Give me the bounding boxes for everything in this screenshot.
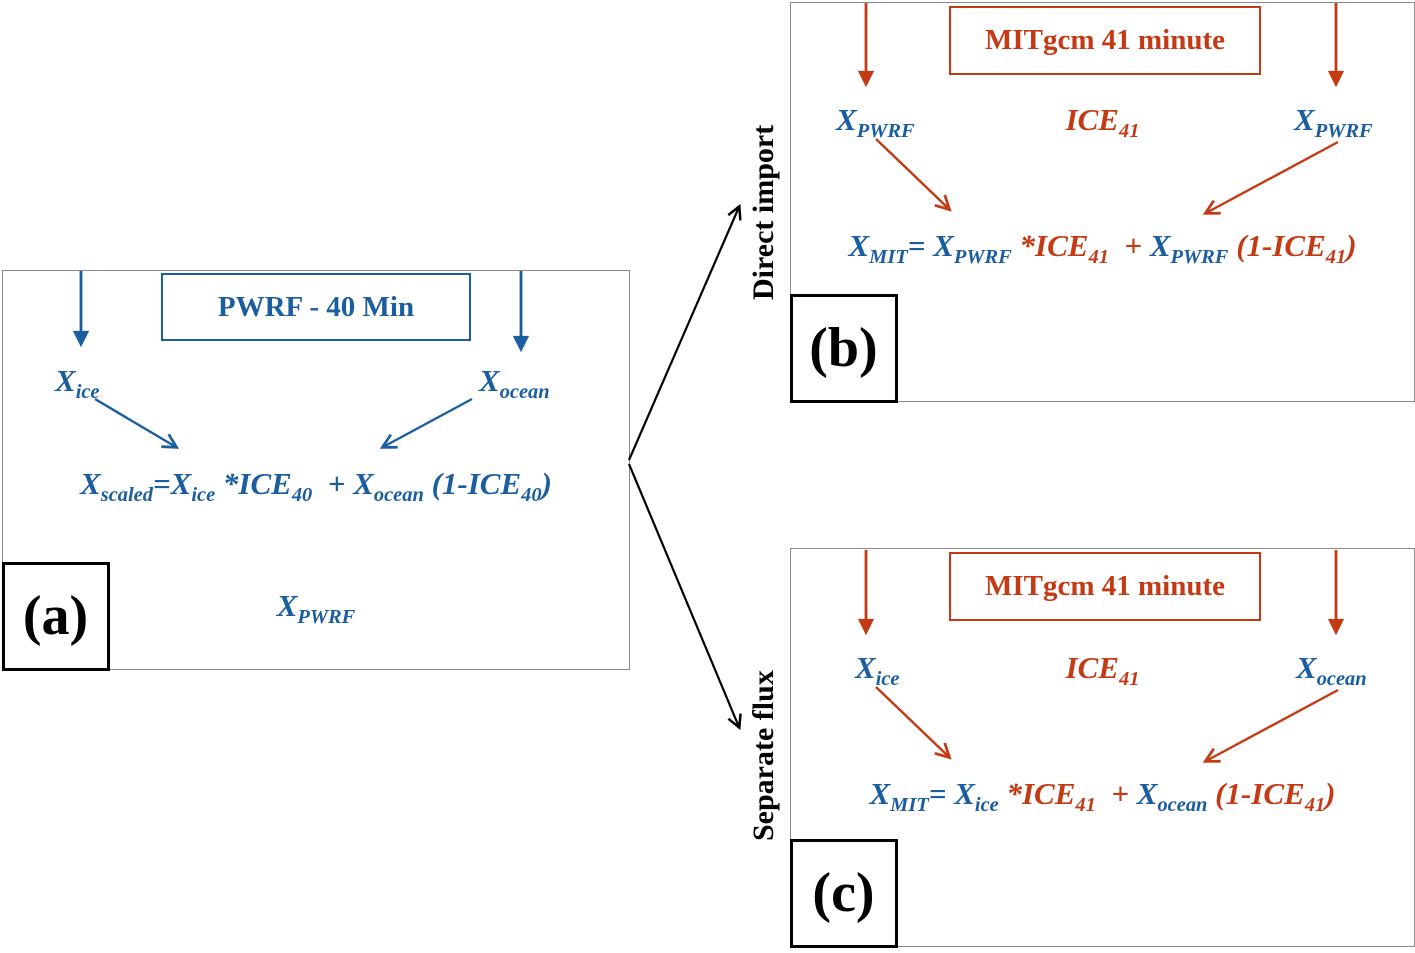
panel-c-mitgcm-separate: MITgcm 41 minute Xice ICE41 Xocean XMIT=… — [789, 548, 1415, 948]
x-ice-label-c: Xice — [855, 650, 900, 690]
panel-a-letter: (a) — [1, 561, 110, 671]
x-pwrf-label-a: XPWRF — [276, 588, 356, 628]
x-ice-label-a: Xice — [55, 363, 100, 403]
panel-a-pwrf: PWRF - 40 Min Xice Xocean Xscaled=Xice *… — [1, 270, 630, 671]
panel-b-title: MITgcm 41 minute — [949, 6, 1261, 75]
panel-c-letter: (c) — [789, 838, 898, 948]
panel-b-formula: XMIT= XPWRF *ICE41 + XPWRF (1-ICE41) — [848, 228, 1357, 268]
panel-a-title: PWRF - 40 Min — [161, 273, 471, 341]
separate-flux-label: Separate flux — [747, 670, 780, 841]
connector-arrow-a-to-c — [627, 463, 742, 731]
direct-import-label: Direct import — [747, 124, 780, 300]
panel-c-formula: XMIT= Xice *ICE41 + Xocean (1-ICE41) — [869, 776, 1336, 816]
ice41-label-c: ICE41 — [1065, 650, 1140, 690]
panel-b-mitgcm-direct: MITgcm 41 minute XPWRF ICE41 XPWRF XMIT=… — [789, 2, 1415, 403]
panel-b-letter: (b) — [789, 293, 898, 403]
connector-arrow-a-to-b — [627, 203, 742, 461]
x-pwrf-right-label-b: XPWRF — [1294, 102, 1373, 142]
x-ocean-label-c: Xocean — [1296, 650, 1367, 690]
panel-c-title: MITgcm 41 minute — [949, 552, 1261, 621]
x-pwrf-left-label-b: XPWRF — [836, 102, 915, 142]
ice41-label-b: ICE41 — [1065, 102, 1140, 142]
x-ocean-label-a: Xocean — [479, 363, 550, 403]
panel-a-formula: Xscaled=Xice *ICE40 + Xocean (1-ICE40) — [80, 466, 552, 506]
